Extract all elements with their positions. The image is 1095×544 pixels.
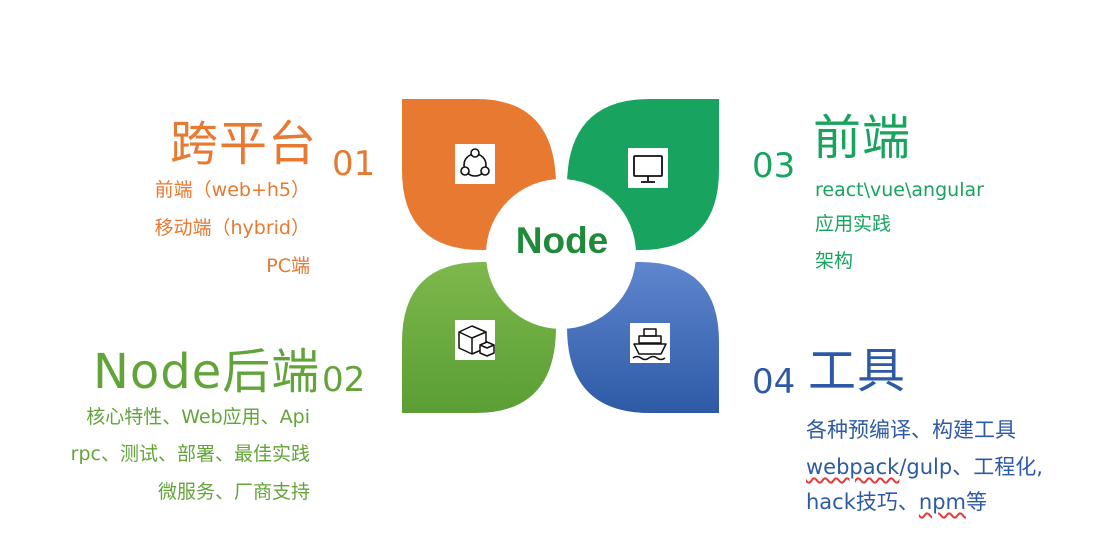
q1-number: 01 (332, 144, 376, 184)
q4-spellcheck-webpack: webpack (806, 455, 900, 479)
q3-number: 03 (752, 146, 796, 186)
ship-icon (632, 328, 667, 361)
center-node-label: Node (515, 220, 609, 261)
q2-number: 02 (322, 360, 366, 400)
q3-title: 前端 (813, 110, 912, 166)
q4-line-2: webpack/gulp、工程化, (806, 455, 1043, 480)
q4-number: 04 (752, 362, 796, 402)
share-network-icon (460, 148, 490, 177)
q3-line-2: 应用实践 (815, 213, 892, 235)
center-circle (486, 179, 636, 329)
q2-line-2: rpc、测试、部署、最佳实践 (70, 443, 310, 465)
q4-line-2-rest: /gulp、工程化, (899, 455, 1043, 479)
q4-line-1: 各种预编译、构建工具 (806, 418, 1016, 442)
q4-title: 工具 (808, 343, 907, 399)
q1-line-1: 前端（web+h5） (154, 179, 310, 201)
q1-line-2: 移动端（hybrid） (154, 217, 311, 239)
q4-line-3: hack技巧、npm等 (806, 490, 987, 515)
q2-line-3: 微服务、厂商支持 (157, 481, 310, 503)
q2-title: Node后端 (93, 344, 321, 400)
q4-spellcheck-npm: npm (918, 490, 966, 514)
q2-line-1: 核心特性、Web应用、Api (86, 406, 310, 428)
q1-line-3: PC端 (266, 255, 310, 277)
package-boxes-icon (458, 325, 495, 357)
monitor-icon (633, 155, 663, 183)
q3-line-1: react\vue\angular (815, 179, 984, 201)
q1-title: 跨平台 (170, 116, 318, 172)
q4-line-3-rest: 等 (966, 490, 987, 514)
q4-line-3-pre: hack技巧、 (806, 490, 919, 514)
q3-line-3: 架构 (815, 250, 854, 272)
